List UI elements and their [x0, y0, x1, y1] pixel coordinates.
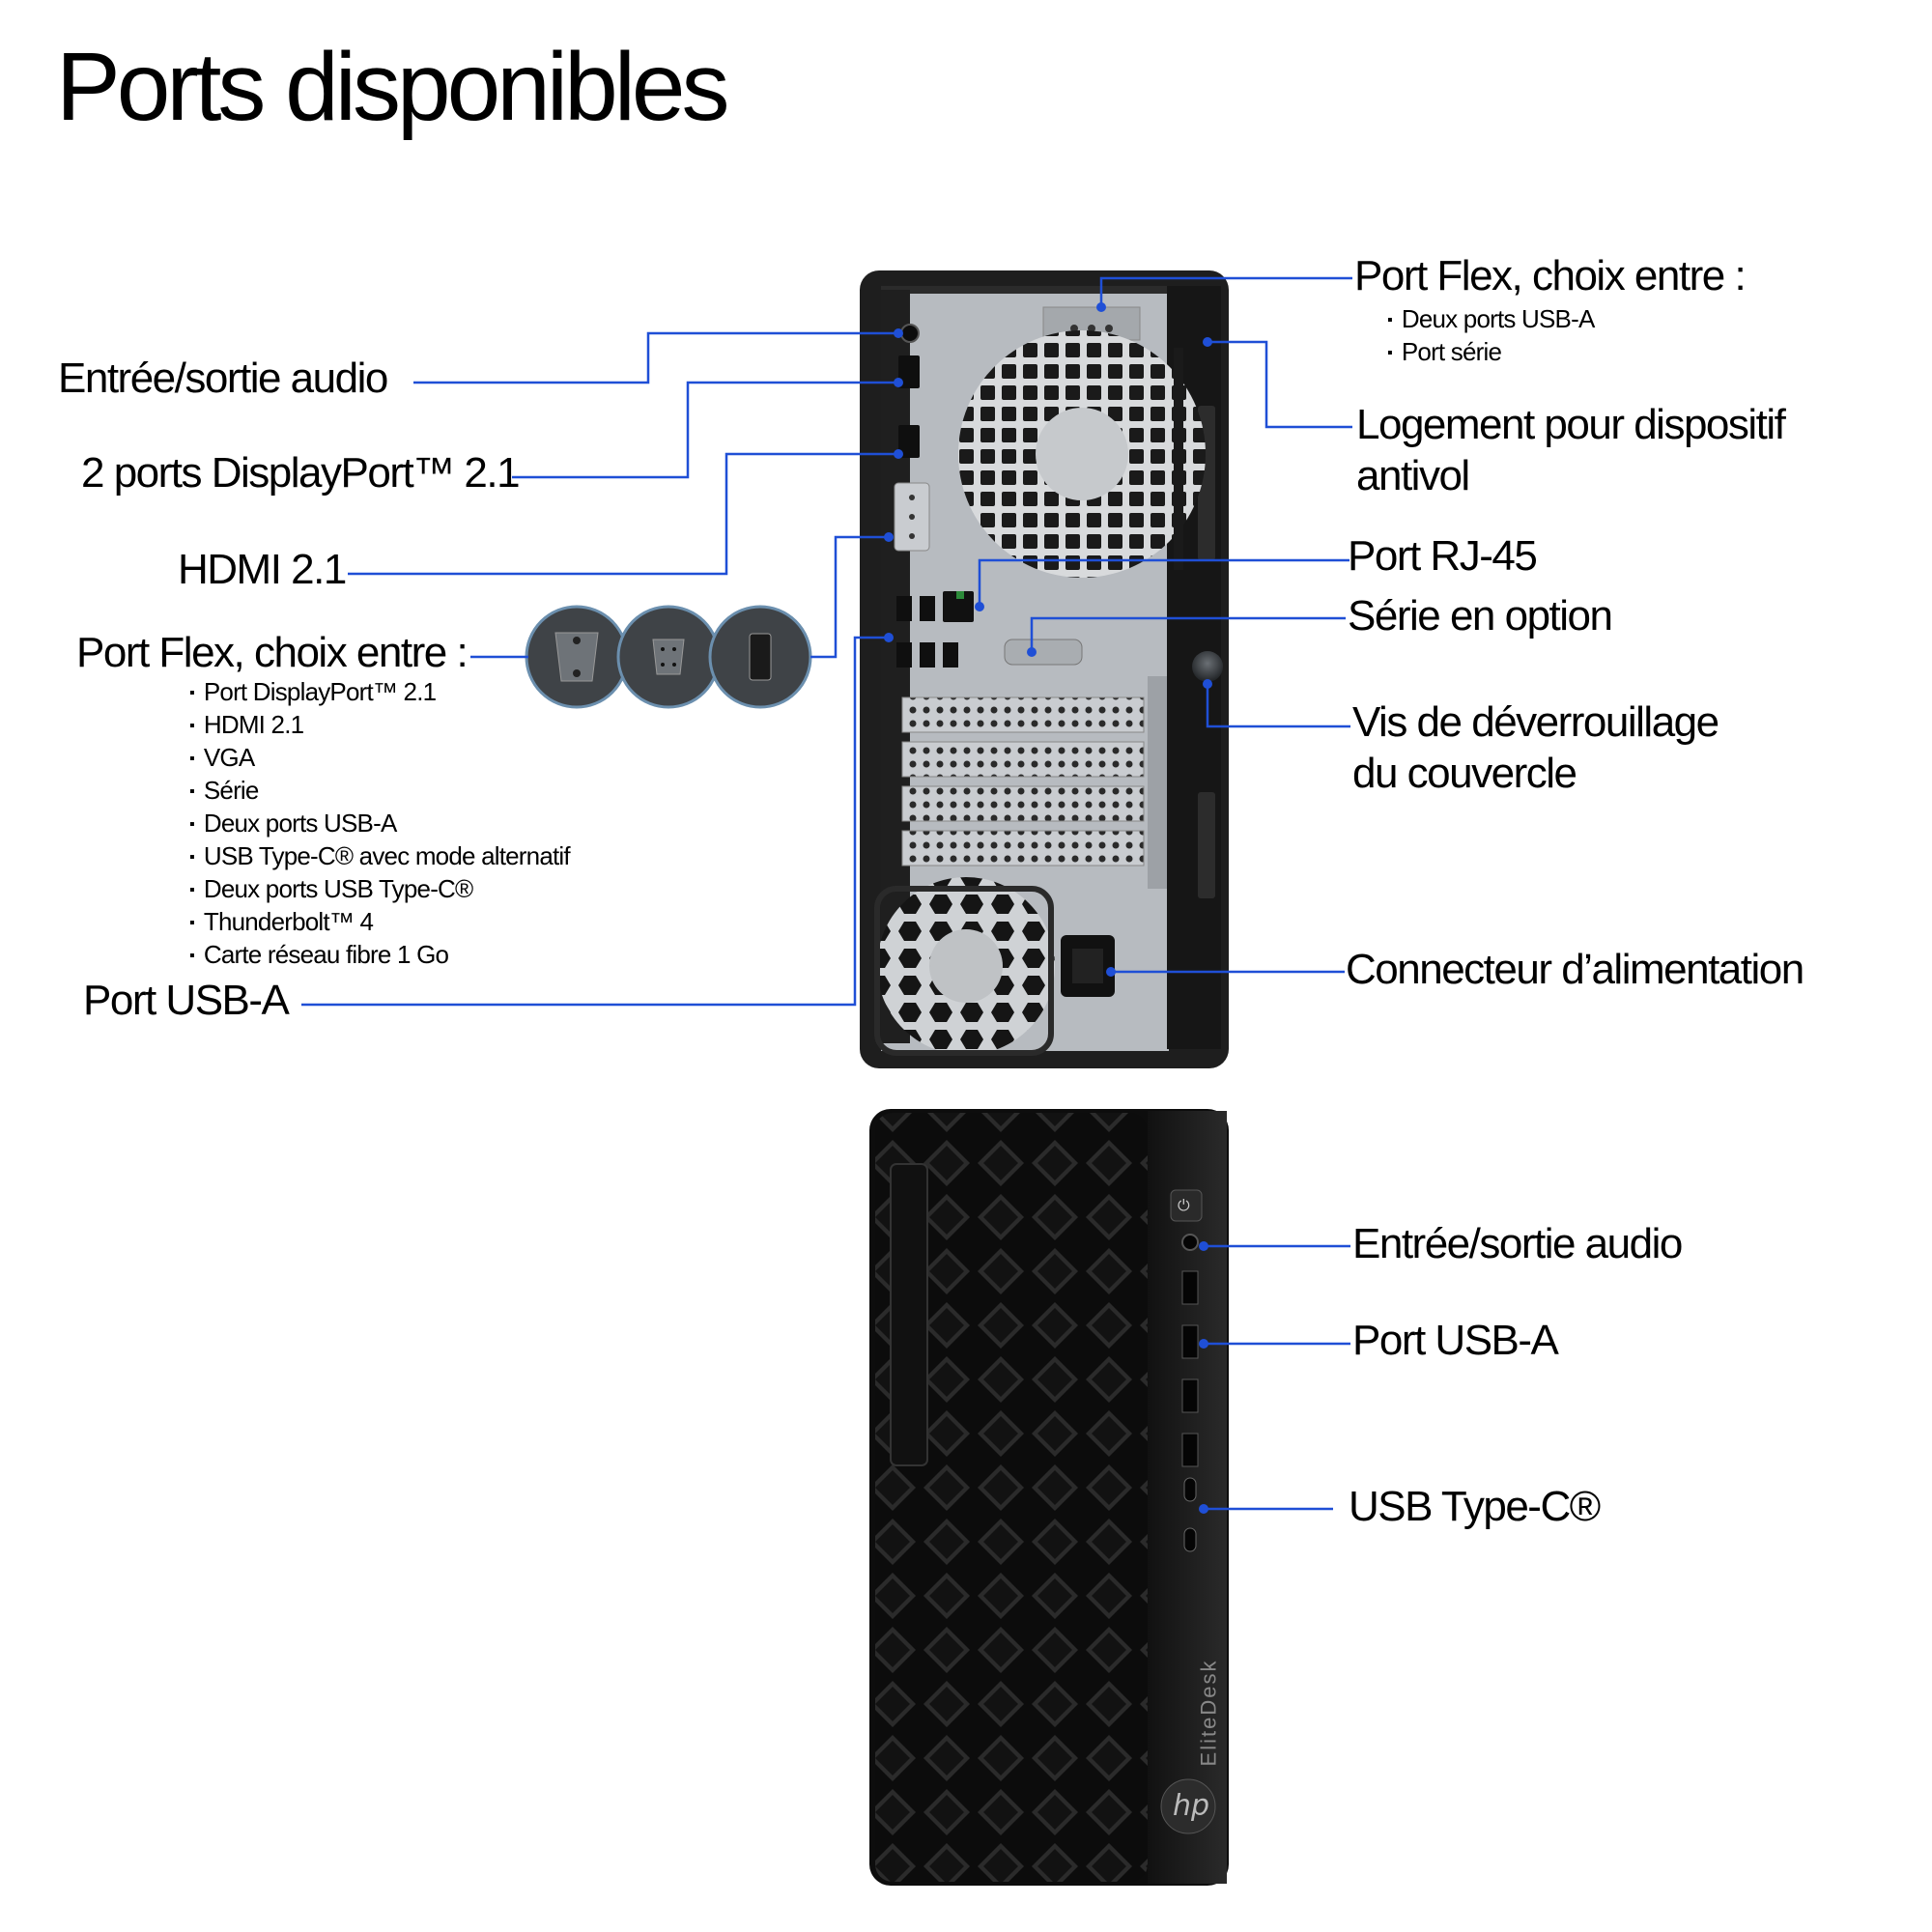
lock-line-1: Logement pour dispositif: [1356, 401, 1786, 448]
displayport-label: 2 ports DisplayPort™ 2.1: [81, 449, 521, 497]
flex-option: Port DisplayPort™ 2.1: [189, 676, 570, 709]
flex-port-left-title: Port Flex, choix entre :: [76, 629, 469, 676]
flex-port-right-options: Deux ports USB-A Port série: [1387, 303, 1595, 369]
screw-line-2: du couvercle: [1352, 749, 1577, 797]
hdmi-port-icon: [749, 633, 772, 681]
power-connector-label: Connecteur d’alimentation: [1346, 946, 1804, 993]
elitedesk-brand: EliteDesk: [1196, 1659, 1221, 1767]
screw-line-1: Vis de déverrouillage: [1352, 698, 1719, 746]
cover-unlock-screw-label: Vis de déverrouillage du couvercle: [1352, 697, 1719, 800]
flex-option: Série: [189, 775, 570, 808]
rear-audio-label: Entrée/sortie audio: [58, 355, 388, 402]
flex-option: Carte réseau fibre 1 Go: [189, 939, 570, 972]
front-usb-c-label: USB Type-C®: [1349, 1483, 1601, 1530]
flex-port-right-title: Port Flex, choix entre :: [1354, 252, 1747, 299]
power-icon: ⏻: [1178, 1198, 1190, 1214]
page-title: Ports disponibles: [56, 33, 730, 141]
front-audio-label: Entrée/sortie audio: [1352, 1220, 1683, 1267]
flex-option: USB Type-C® avec mode alternatif: [189, 840, 571, 873]
flex-option: VGA: [189, 742, 570, 775]
rear-usb-a-label: Port USB-A: [83, 977, 290, 1024]
hdmi-label: HDMI 2.1: [178, 546, 347, 593]
flex-option: Port série: [1387, 336, 1594, 369]
rear-chassis: [860, 270, 1229, 1068]
flex-option: HDMI 2.1: [189, 709, 570, 742]
vga-port-icon: [554, 632, 599, 682]
hp-logo: hp: [1173, 1789, 1210, 1823]
flex-option: Deux ports USB-A: [189, 808, 570, 840]
flex-option: Deux ports USB-A: [1387, 303, 1595, 336]
serial-port-icon: [652, 639, 685, 675]
front-chassis: [869, 1109, 1229, 1886]
flex-option: Thunderbolt™ 4: [189, 906, 570, 939]
lock-line-2: antivol: [1356, 451, 1470, 499]
callout-dots: [884, 302, 1212, 1514]
front-usb-a-label: Port USB-A: [1352, 1317, 1559, 1364]
optional-serial-label: Série en option: [1348, 592, 1613, 639]
flex-port-left-options: Port DisplayPort™ 2.1 HDMI 2.1 VGA Série…: [189, 676, 571, 972]
rj45-label: Port RJ-45: [1348, 532, 1538, 580]
callout-lines: [301, 276, 1352, 1511]
security-lock-slot-label: Logement pour dispositif antivol: [1356, 400, 1786, 502]
flex-option: Deux ports USB Type-C®: [189, 873, 570, 906]
